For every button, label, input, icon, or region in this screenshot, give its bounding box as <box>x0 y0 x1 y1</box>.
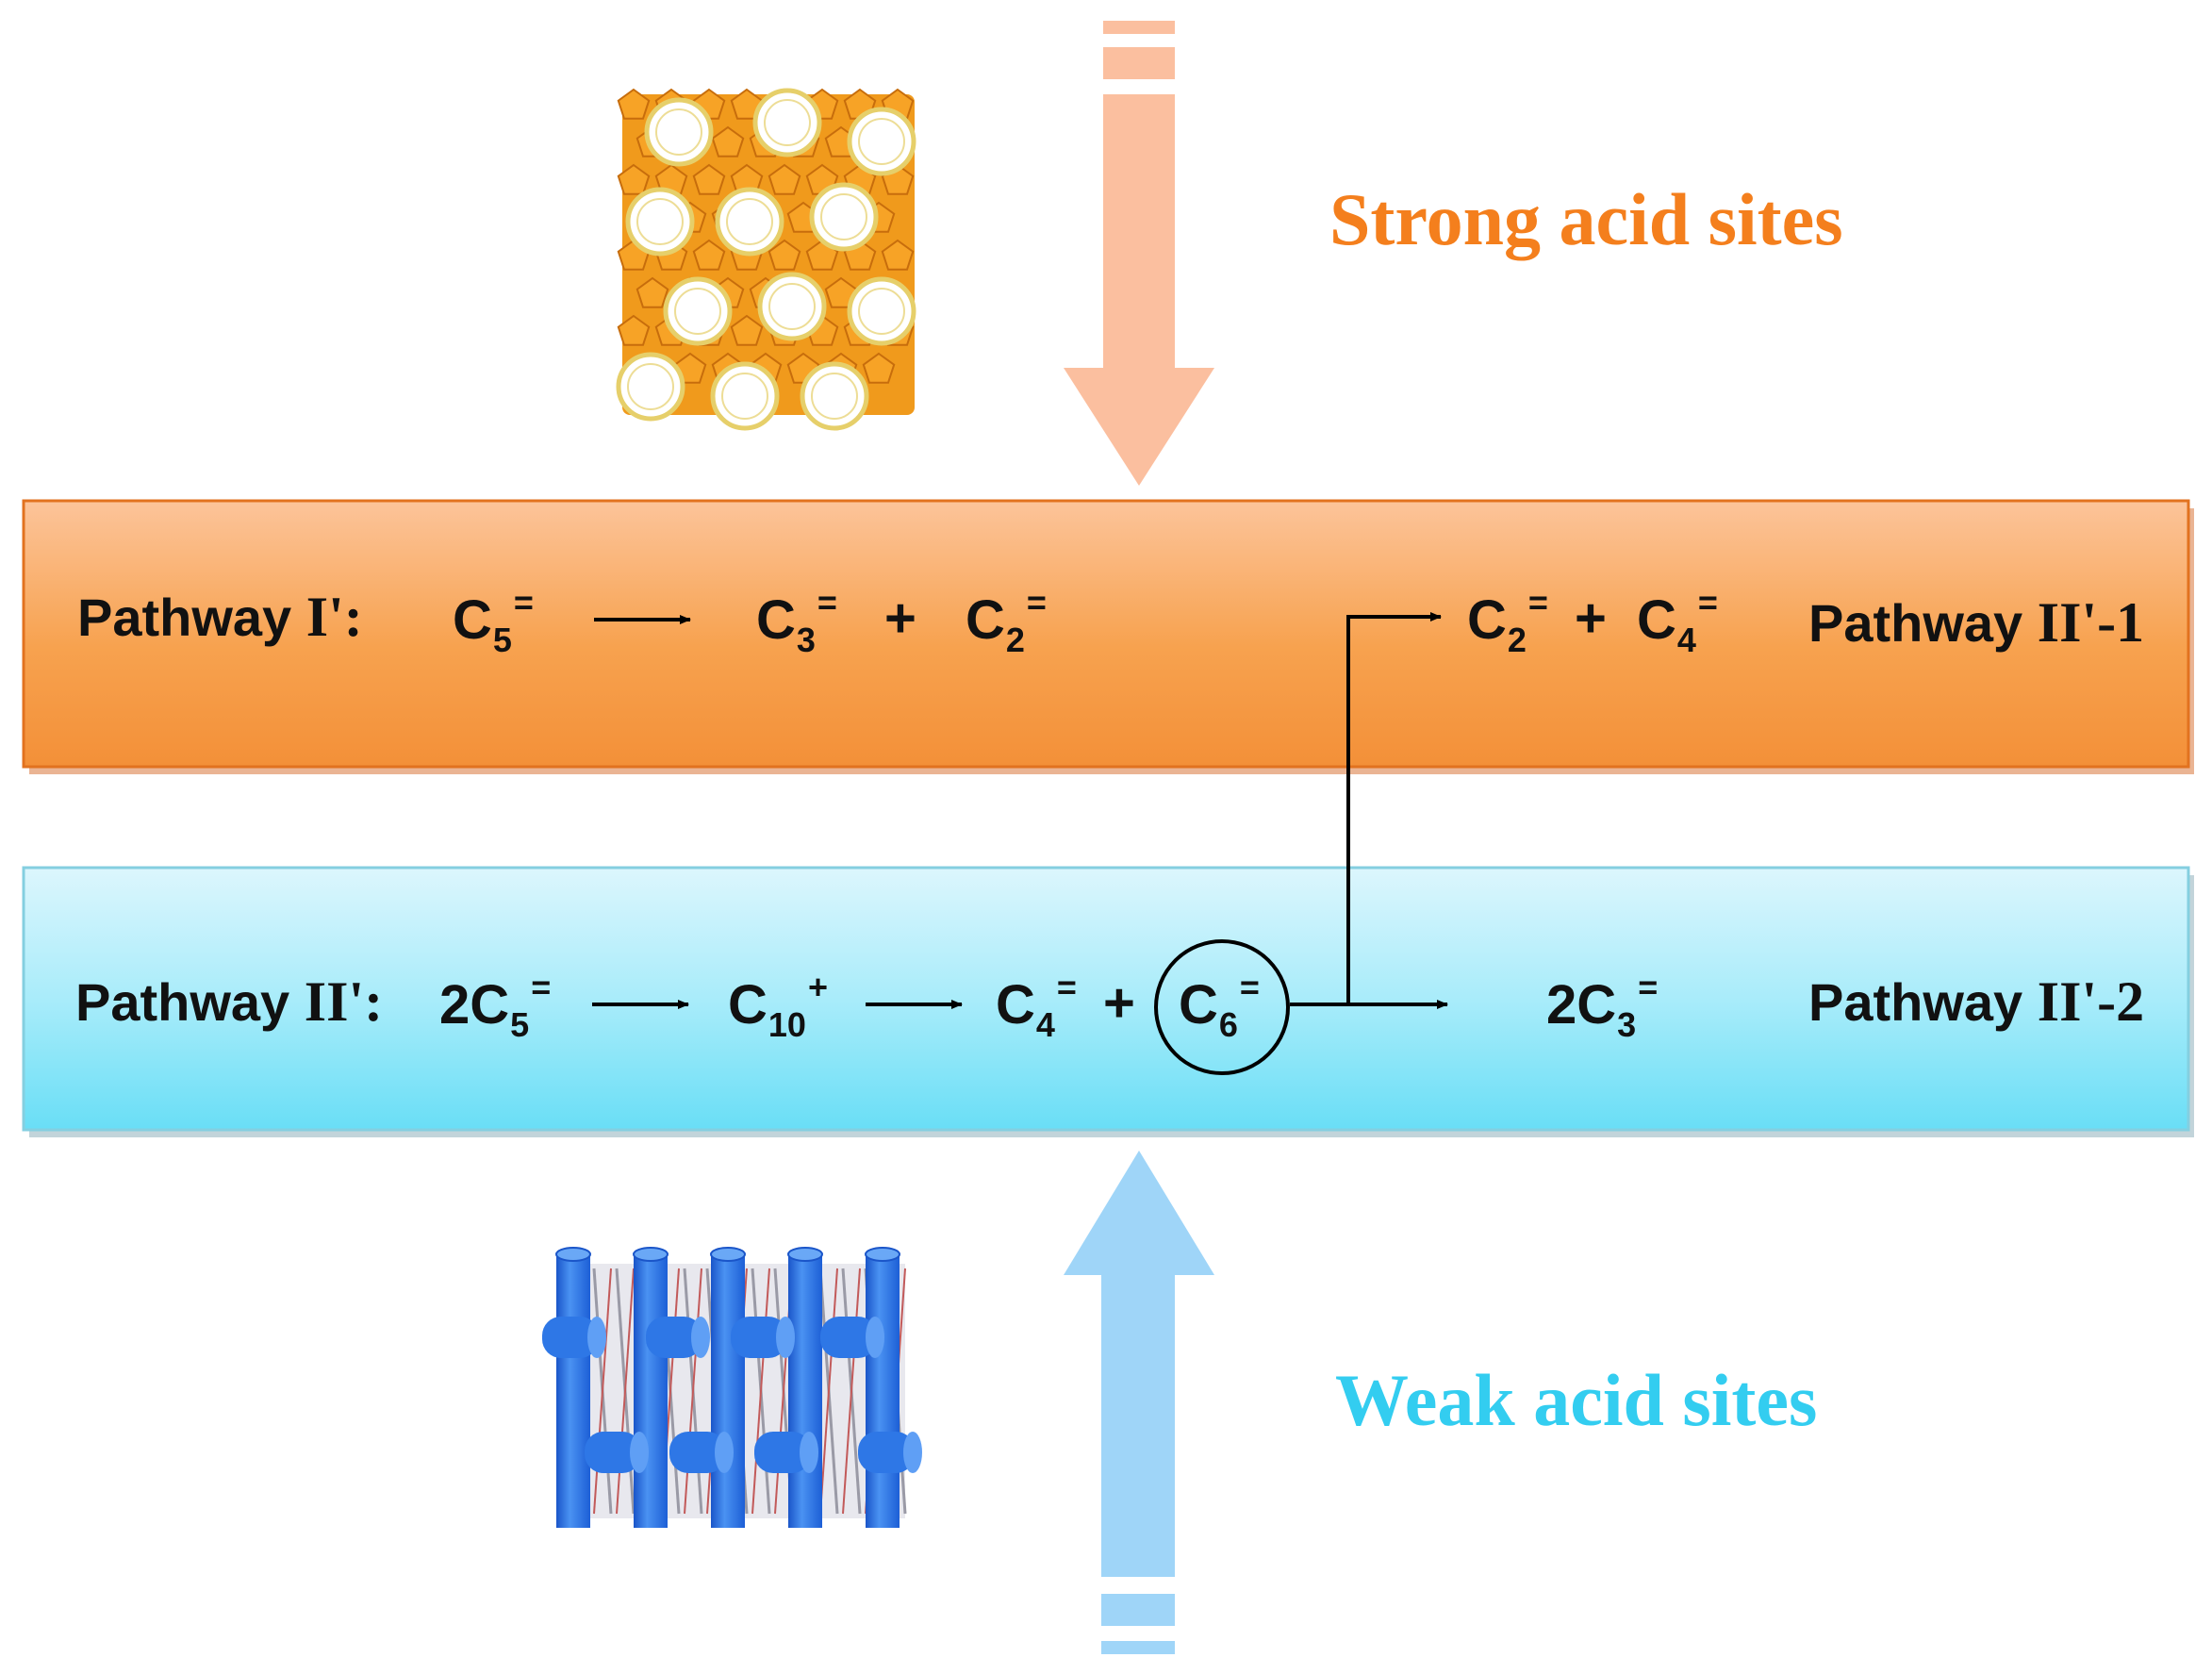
weak-acid-sites-label: Weak acid sites <box>1335 1359 1818 1441</box>
pathway-word: Pathway <box>1808 593 2023 653</box>
strong-band <box>22 499 2194 774</box>
plus-sign: + <box>1103 972 1135 1034</box>
pathway-ii-1-label: Pathway II'-1 <box>1808 590 2144 655</box>
weak-band <box>22 866 2194 1137</box>
plus-sign: + <box>884 588 916 649</box>
pathway-ii-2-label: Pathway II'-2 <box>1808 970 2144 1035</box>
pathway-word: Pathway <box>77 588 292 647</box>
c6-olefin-intermediate: C6= <box>1179 968 1260 1044</box>
pathway-numeral: II'-1 <box>2037 591 2145 654</box>
c6-highlight-circle <box>1154 939 1290 1075</box>
2c5-olefin-reactant: 2C5= <box>439 968 552 1044</box>
c4-olefin-product: C4= <box>996 968 1077 1044</box>
c5-olefin-reactant: C5= <box>453 583 534 659</box>
weak-site-arrow <box>1064 1151 1214 1654</box>
c4-olefin-branch-product: C4= <box>1637 583 1718 659</box>
c3-olefin-product: C3= <box>756 583 837 659</box>
pathway-colon: : <box>343 586 363 648</box>
strong-site-arrow <box>1064 21 1214 486</box>
2c3-olefin-product: 2C3= <box>1546 968 1659 1044</box>
pathway-i-label: Pathway I': <box>77 585 363 650</box>
pathway-numeral: I' <box>305 586 344 648</box>
pathway-ii-label: Pathway II': <box>75 970 383 1035</box>
sapo-zeolite-framework <box>542 1247 922 1528</box>
pathway-numeral: II' <box>304 970 365 1033</box>
reaction-arrows <box>592 612 1448 1009</box>
c2-olefin-product: C2= <box>966 583 1047 659</box>
mfi-zeolite-framework <box>616 88 916 431</box>
pathway-numeral: II'-2 <box>2037 970 2145 1033</box>
pathway-word: Pathway <box>1808 972 2023 1032</box>
pathway-colon: : <box>364 970 384 1033</box>
c2-olefin-branch-product: C2= <box>1467 583 1548 659</box>
strong-acid-sites-label: Strong acid sites <box>1329 178 1843 260</box>
c10-carbocation-intermediate: C10+ <box>728 968 828 1044</box>
pathway-word: Pathway <box>75 972 290 1032</box>
branch-plus-sign: + <box>1575 588 1607 649</box>
